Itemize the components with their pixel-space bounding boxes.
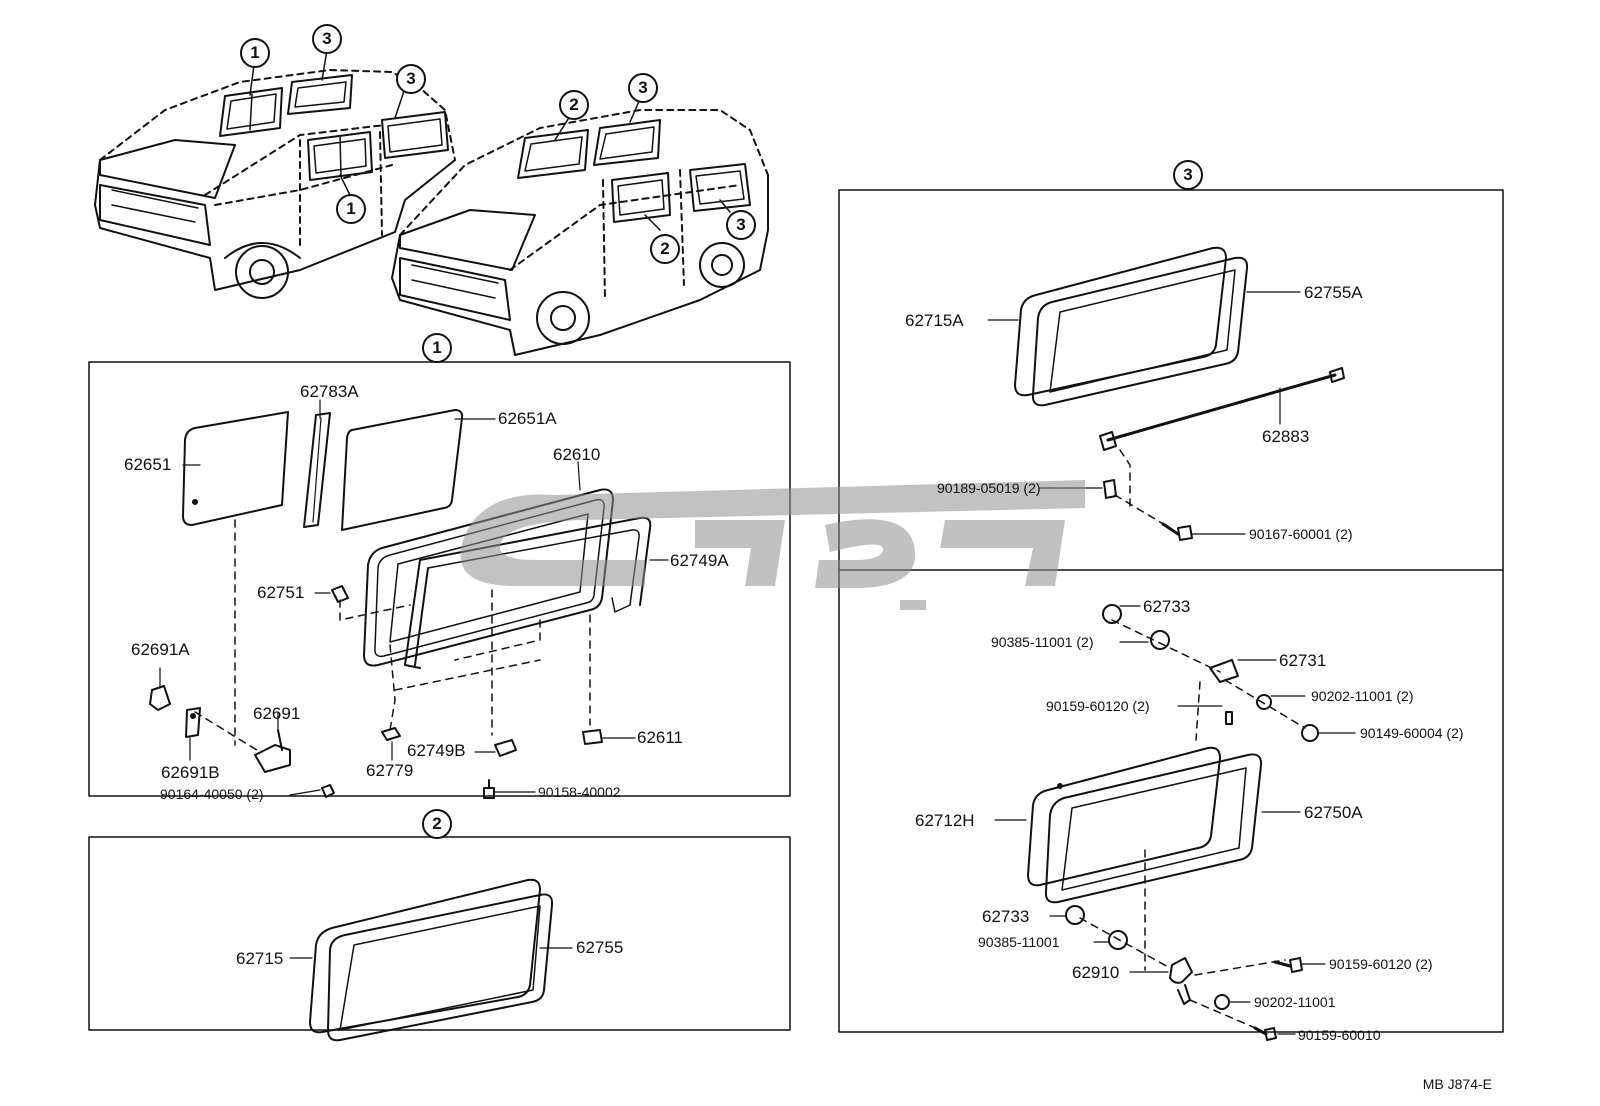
section-3-marker: 3 <box>1173 160 1203 190</box>
part-62691B: 62691B <box>161 763 220 782</box>
section3-bottom-dashed <box>1079 619 1306 1031</box>
part-62750A: 62750A <box>1304 803 1363 822</box>
part-62715A: 62715A <box>905 311 964 330</box>
part-90385-11001-upper: 90385-11001 (2) <box>991 634 1094 650</box>
part-62751: 62751 <box>257 583 305 602</box>
part-62733-upper: 62733 <box>1143 597 1191 616</box>
part-62712H: 62712H <box>915 811 975 830</box>
section1-dashed-lines <box>194 519 591 753</box>
part-62910: 62910 <box>1072 963 1120 982</box>
van-illustration-left <box>94 69 456 299</box>
part-62755A: 62755A <box>1304 283 1363 302</box>
van-illustration-right <box>391 109 769 356</box>
van-callout-window-2-roof: 2 <box>559 90 589 120</box>
part-62731: 62731 <box>1279 651 1327 670</box>
part-62883: 62883 <box>1262 427 1310 446</box>
watermark-logo <box>460 480 1085 610</box>
part-90202-11001-upper: 90202-11001 (2) <box>1311 688 1414 704</box>
part-62779: 62779 <box>366 761 414 780</box>
van-callout-window-2-side: 2 <box>650 234 680 264</box>
van-callout-window-3-rear: 3 <box>726 210 756 240</box>
part-90202-11001-lower: 90202-11001 <box>1254 994 1336 1010</box>
part-62749A: 62749A <box>670 551 729 570</box>
part-90164-40050: 90164-40050 (2) <box>160 786 264 802</box>
part-62651A: 62651A <box>498 409 557 428</box>
part-62691A: 62691A <box>131 640 190 659</box>
diagram-reference-code: MB J874-E <box>1422 1076 1492 1092</box>
part-62733-lower: 62733 <box>982 907 1030 926</box>
part-62610: 62610 <box>553 445 601 464</box>
part-62783A: 62783A <box>300 382 359 401</box>
van-callout-window-3-roof-b: 3 <box>628 73 658 103</box>
leader-lines <box>159 291 1356 1035</box>
van-callout-window-3-roof: 3 <box>312 24 342 54</box>
section3-top-parts <box>1014 246 1345 541</box>
section-1-marker: 1 <box>422 333 452 363</box>
van-callout-window-3-side: 3 <box>396 64 426 94</box>
section-2-marker: 2 <box>422 809 452 839</box>
part-90159-60010: 90159-60010 <box>1298 1027 1381 1043</box>
section2-parts <box>309 878 554 1042</box>
part-62749B: 62749B <box>407 741 466 760</box>
part-90385-11001-lower: 90385-11001 <box>978 934 1060 950</box>
part-62755: 62755 <box>576 938 624 957</box>
part-62691: 62691 <box>253 704 301 723</box>
part-62611: 62611 <box>637 728 684 747</box>
part-62651: 62651 <box>124 455 172 474</box>
part-90159-60120-lower: 90159-60120 (2) <box>1329 956 1433 972</box>
part-62715: 62715 <box>236 949 284 968</box>
van-callout-window-1-door: 1 <box>336 194 366 224</box>
part-90167-60001: 90167-60001 (2) <box>1249 526 1353 542</box>
part-90159-60120-upper: 90159-60120 (2) <box>1046 698 1150 714</box>
part-90189-05019: 90189-05019 (2) <box>937 480 1041 496</box>
van-callout-window-1-roof: 1 <box>240 38 270 68</box>
part-90158-40002: 90158-40002 <box>538 784 621 800</box>
part-90149-60004: 90149-60004 (2) <box>1360 725 1464 741</box>
section3-top-dashed <box>1114 449 1171 529</box>
